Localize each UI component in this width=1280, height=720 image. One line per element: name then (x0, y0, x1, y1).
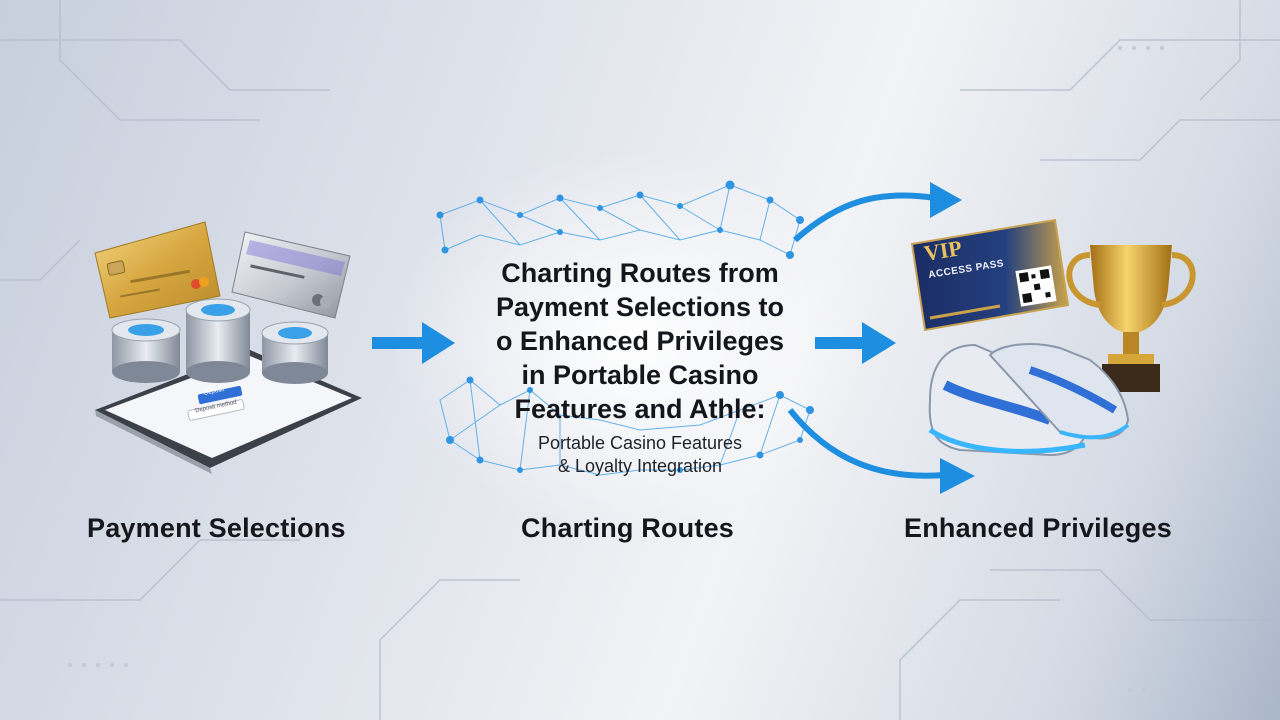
silver-credit-card (231, 231, 351, 319)
gold-credit-card (94, 221, 221, 319)
center-glow (390, 150, 870, 530)
center-title: Charting Routes from Payment Selections … (430, 256, 850, 426)
payment-illustration (94, 221, 362, 474)
center-title-line: Charting Routes from (501, 258, 779, 288)
sneakers-illustration (928, 343, 1130, 457)
network-nodes (436, 180, 814, 473)
enhanced-privileges-label: Enhanced Privileges (904, 513, 1172, 543)
coin-stacks (111, 298, 329, 384)
vip-access-card (910, 218, 1070, 332)
trophy-illustration (1066, 245, 1196, 392)
center-subtitle-line: Portable Casino Features (537, 433, 743, 453)
center-title-line: in Portable Casino (521, 360, 759, 390)
center-title-line: Features and Athle: (514, 394, 766, 424)
center-title-line: Payment Selections to (495, 292, 785, 322)
charting-routes-label: Charting Routes (521, 513, 735, 543)
privileges-illustration (910, 218, 1196, 457)
dot-grid (68, 46, 1164, 692)
center-subtitle: Portable Casino Features & Loyalty Integ… (470, 432, 810, 478)
payment-selections-label: Payment Selections (87, 513, 346, 543)
center-title-line: o Enhanced Privileges (495, 326, 785, 356)
flow-arrows (372, 182, 975, 494)
center-subtitle-line: & Loyalty Integration (557, 456, 723, 476)
